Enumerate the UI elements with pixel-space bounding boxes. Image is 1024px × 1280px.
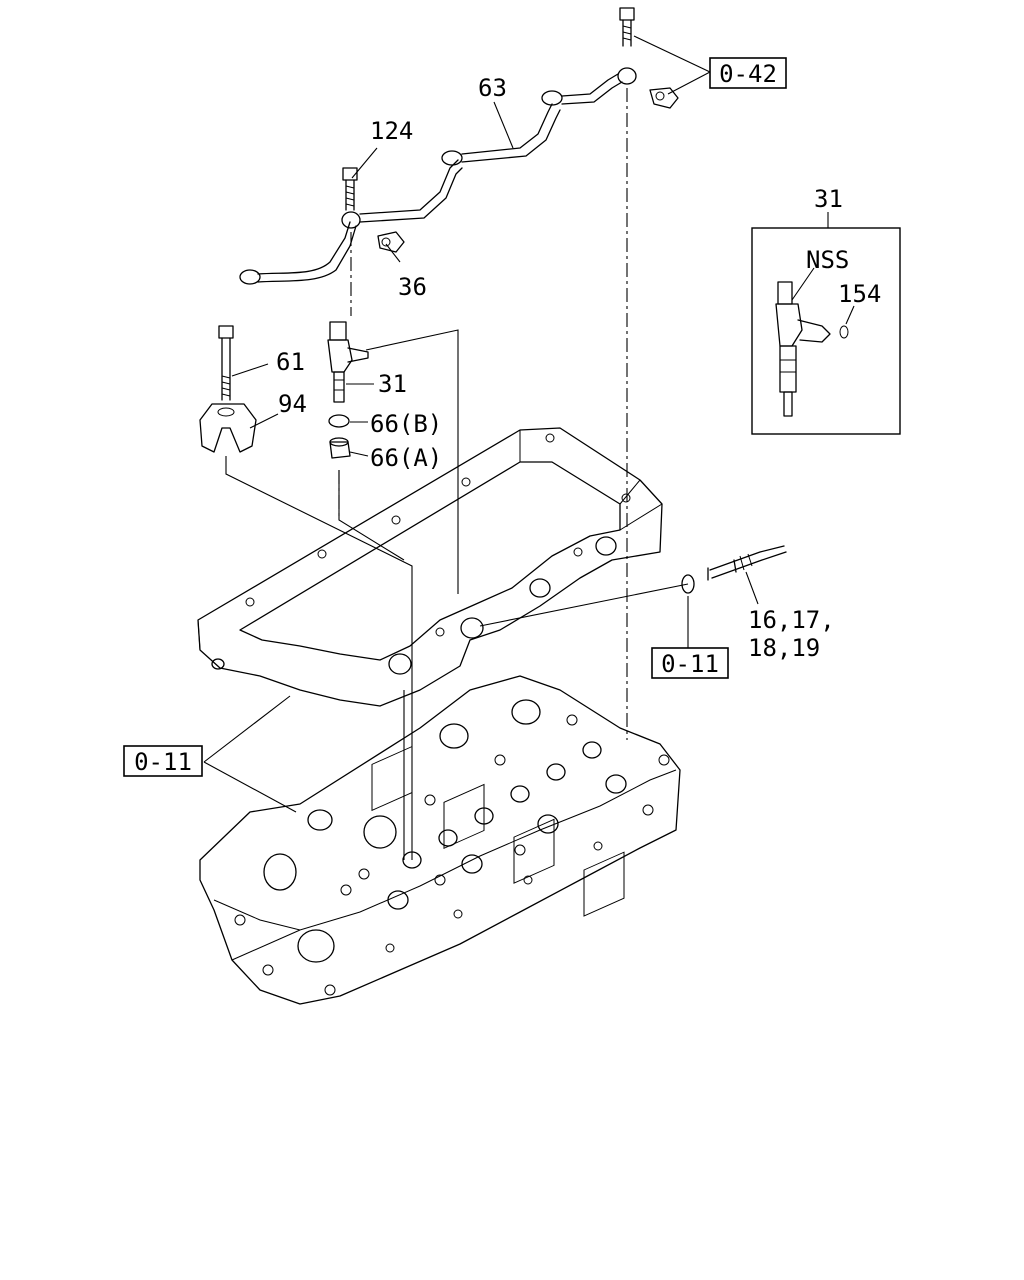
ref-box-0-42 [709, 57, 787, 89]
clip-36 [377, 231, 405, 253]
label-inset-31: 31 [814, 185, 843, 213]
label-61: 61 [276, 348, 305, 376]
injector-31 [327, 321, 369, 403]
label-154: 154 [838, 280, 881, 308]
label-31: 31 [378, 370, 407, 398]
washer-66a [329, 437, 351, 459]
o-ring-66b [328, 414, 350, 428]
leader-lines [203, 35, 855, 813]
label-66b: 66(B) [370, 410, 442, 438]
label-16-17: 16,17, [748, 606, 835, 634]
injector-inset-box [751, 227, 901, 435]
clip-top [649, 87, 679, 109]
ref-0-11-left: 0-11 [134, 748, 192, 776]
label-124: 124 [370, 117, 413, 145]
ref-0-11-right: 0-11 [661, 650, 719, 678]
banjo-bolt-124 [341, 167, 361, 229]
ref-box-0-11-left [123, 745, 203, 777]
label-94: 94 [278, 390, 307, 418]
leak-off-pipe [239, 73, 623, 285]
label-nss: NSS [806, 246, 849, 274]
label-18-19: 18,19 [748, 634, 820, 662]
alignment-lines [225, 88, 689, 860]
label-36: 36 [398, 273, 427, 301]
cylinder-head [199, 675, 681, 1005]
clamp-94 [199, 403, 257, 453]
banjo-bolt-top [617, 7, 637, 85]
ref-box-0-11-right [651, 647, 729, 679]
ref-0-42: 0-42 [719, 60, 777, 88]
glow-plug-washer [681, 574, 695, 594]
head-cover-gasket [197, 427, 663, 707]
stud-61 [218, 325, 234, 401]
label-66a: 66(A) [370, 444, 442, 472]
glow-plug [707, 545, 787, 581]
inset-injector [775, 281, 849, 417]
label-63: 63 [478, 74, 507, 102]
